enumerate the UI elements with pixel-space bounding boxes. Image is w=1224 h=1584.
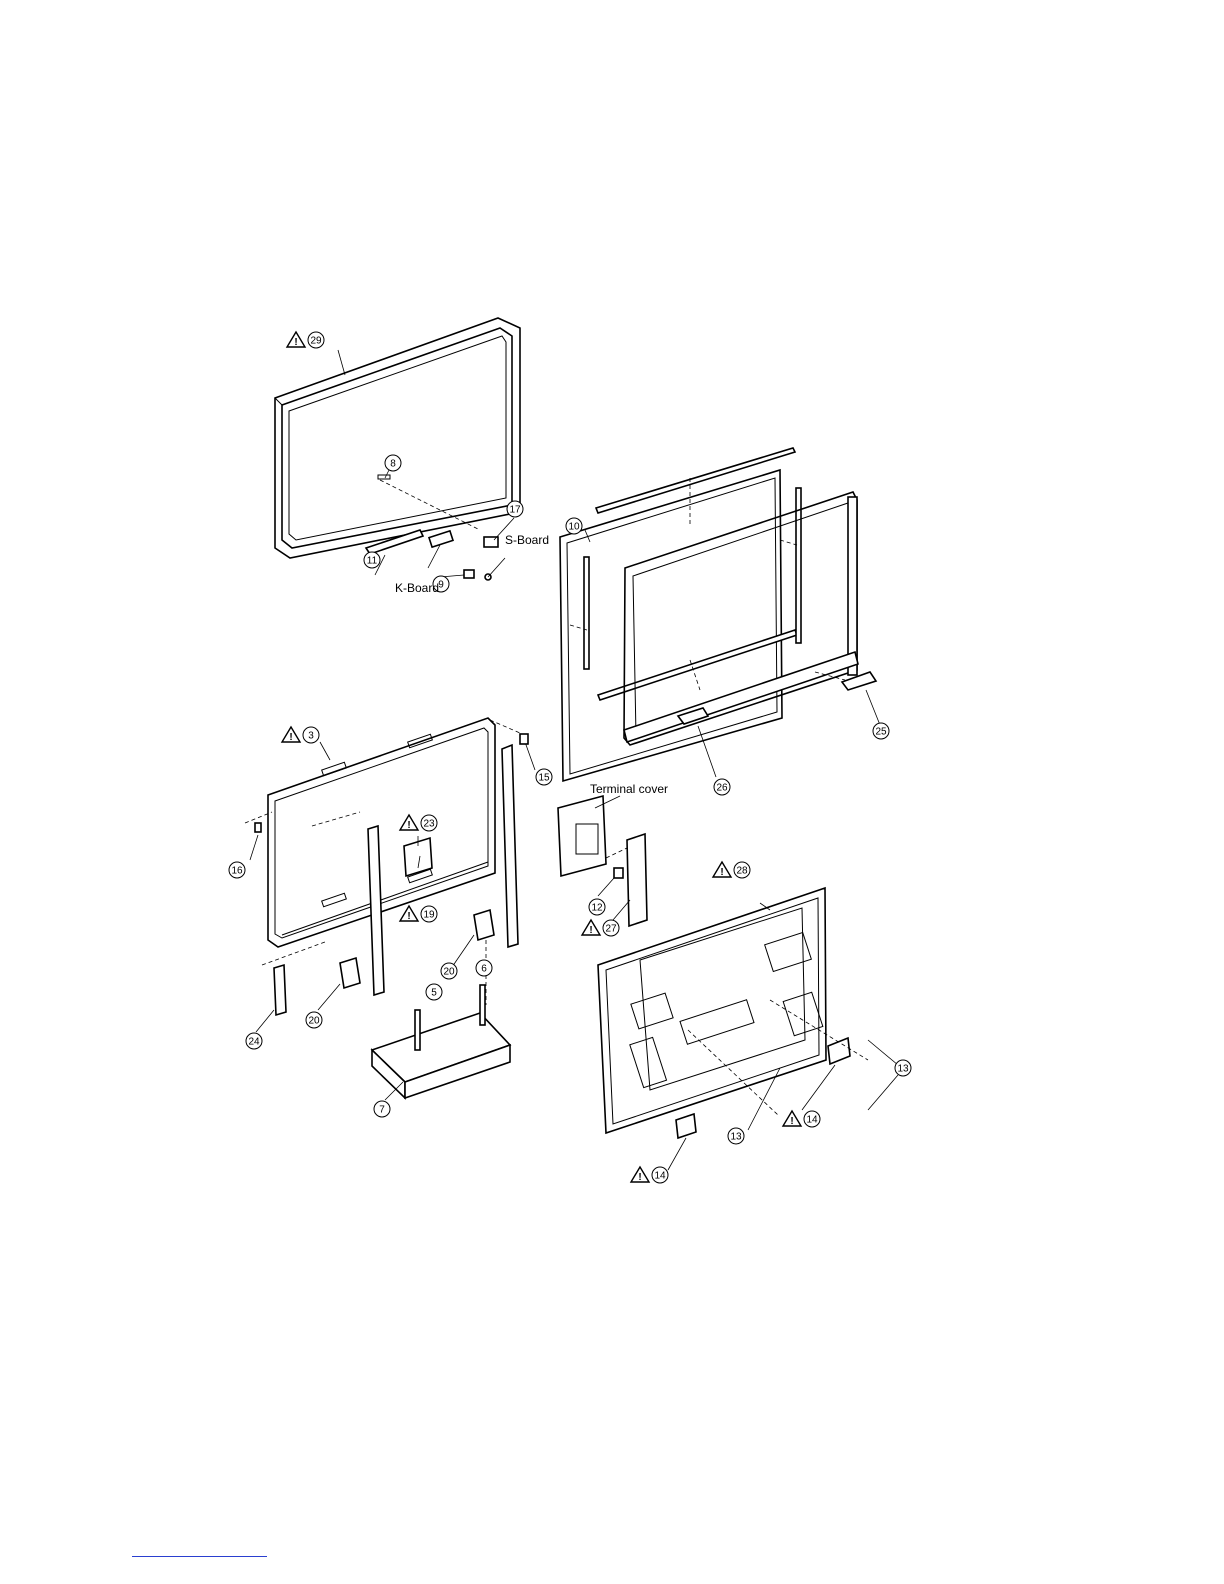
callout-3: !3 [282, 727, 319, 743]
callout-number: 15 [538, 773, 550, 784]
label-k-board: K-Board [395, 581, 439, 595]
warning-mark: ! [294, 337, 297, 348]
front-bezel [275, 318, 520, 558]
callout-26: 26 [714, 779, 730, 795]
callout-number: 23 [423, 819, 435, 830]
callout-number: 14 [654, 1171, 666, 1182]
callout-13: 13 [728, 1128, 744, 1144]
callout-number: 11 [367, 556, 378, 567]
callout-24: 24 [246, 1033, 262, 1049]
callout-number: 12 [591, 903, 603, 914]
callout-number: 17 [509, 505, 521, 516]
label-terminal-cover: Terminal cover [590, 782, 668, 796]
callout-number: 20 [443, 967, 455, 978]
callout-number: 28 [736, 866, 748, 877]
footer-rule [132, 1556, 267, 1557]
callout-number: 24 [248, 1037, 260, 1048]
panel-glass-assembly [560, 448, 880, 781]
callout-number: 9 [438, 580, 444, 591]
callout-13: 13 [895, 1060, 911, 1076]
callout-25: 25 [873, 723, 889, 739]
rear-cover [598, 888, 898, 1170]
callout-8: 8 [385, 455, 401, 471]
callout-number: 5 [431, 988, 437, 999]
callout-number: 29 [310, 336, 322, 347]
s-board-assembly [440, 518, 514, 580]
callout-19: ! 19 [400, 906, 437, 922]
callout-12: 12 [589, 899, 605, 915]
bracket-16 [255, 823, 261, 832]
callout-6: 6 [476, 960, 492, 976]
callout-20: 20 [306, 1012, 322, 1028]
warning-mark: ! [720, 867, 723, 878]
callout-number: 7 [379, 1105, 385, 1116]
callout-20: 20 [441, 963, 457, 979]
callout-28: ! 28 [713, 862, 750, 878]
callout-11: 11 [364, 552, 380, 568]
callout-7: 7 [374, 1101, 390, 1117]
callout-27: ! 27 [582, 920, 619, 936]
callout-29: ! 29 [287, 332, 324, 348]
callout-number: 13 [730, 1132, 742, 1143]
bracket-15 [520, 734, 528, 744]
callout-number: 25 [875, 727, 887, 738]
callout-number: 6 [481, 964, 487, 975]
callout-number: 13 [897, 1064, 909, 1075]
callout-number: 14 [806, 1115, 818, 1126]
callout-5: 5 [426, 984, 442, 1000]
label-s-board: S-Board [505, 533, 549, 547]
callout-10: 10 [566, 518, 582, 534]
callout-17: 17 [507, 501, 523, 517]
callout-number: 3 [308, 731, 314, 742]
callout-16: 16 [229, 862, 245, 878]
warning-mark: ! [790, 1116, 793, 1127]
rear-chassis [245, 718, 535, 995]
callout-number: 19 [423, 910, 435, 921]
warning-mark: ! [407, 911, 410, 922]
callout-number: 20 [308, 1016, 320, 1027]
callout-number: 10 [568, 522, 580, 533]
callout-14: ! 14 [631, 1167, 668, 1183]
warning-mark: ! [407, 820, 410, 831]
callout-number: 26 [716, 783, 728, 794]
callout-number: 16 [231, 866, 243, 877]
warning-mark: ! [289, 732, 292, 743]
warning-mark: ! [589, 925, 592, 936]
callout-number: 27 [605, 924, 617, 935]
callout-14: ! 14 [783, 1111, 820, 1127]
callout-15: 15 [536, 769, 552, 785]
warning-mark: ! [638, 1172, 641, 1183]
callout-number: 8 [390, 459, 396, 470]
